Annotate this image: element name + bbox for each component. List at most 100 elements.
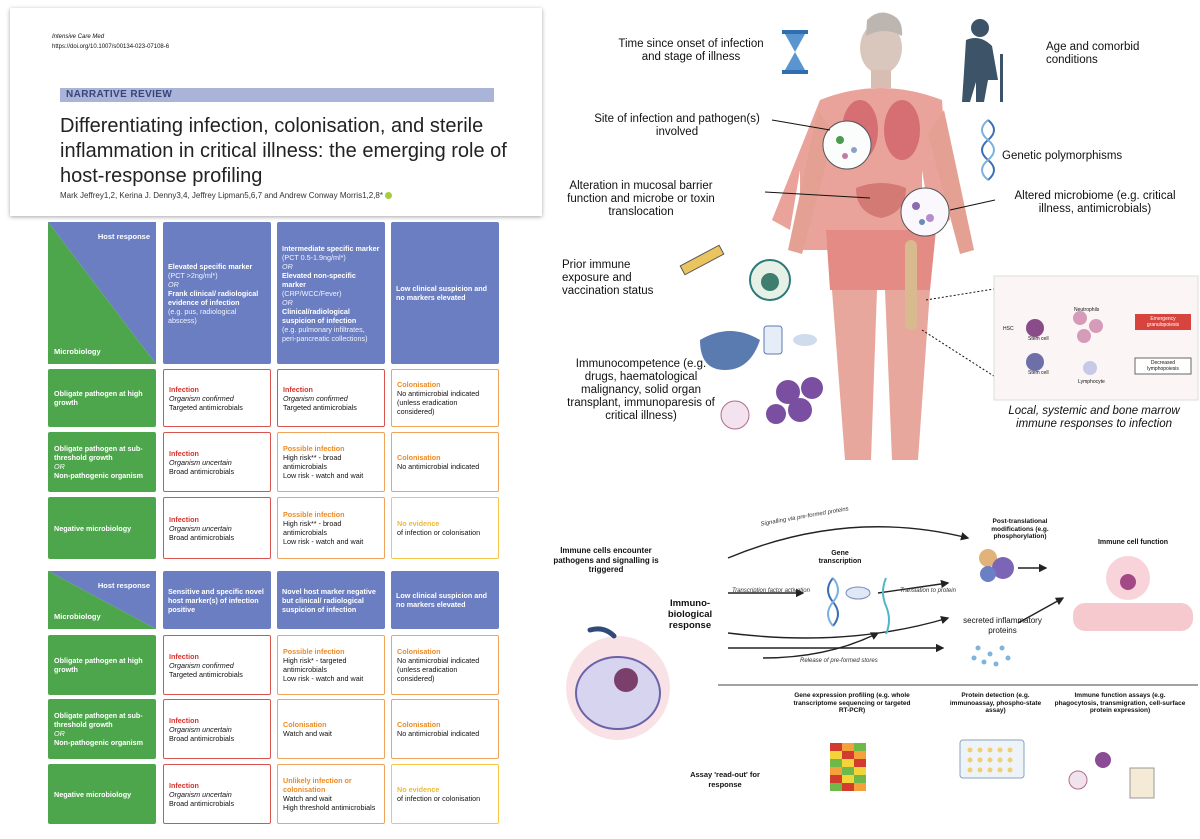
row-label-content: Obligate pathogen at sub-threshold growt…	[54, 711, 150, 747]
bone-marrow	[905, 240, 917, 330]
label-mucosal: Alteration in mucosal barrier function a…	[567, 180, 715, 218]
row-label-text-2: Non-pathogenic organism	[54, 471, 144, 480]
lung-right	[884, 100, 920, 160]
label-ptm: Post-translational modifications (e.g. p…	[991, 518, 1049, 540]
result-line: No antimicrobial indicated (unless eradi…	[397, 389, 480, 416]
label-secreted: secreted inflammatory proteins	[963, 616, 1042, 635]
result-head: Infection	[169, 651, 199, 661]
result-line: Targeted antimicrobials	[169, 402, 243, 412]
label-translation: Translation to protein	[900, 588, 956, 594]
elderly-person-icon	[962, 19, 1003, 102]
result-head: Infection	[283, 384, 313, 394]
secreted-proteins-icon	[971, 645, 1011, 667]
result-head: Infection	[169, 715, 199, 725]
label-lymphocyte: Lymphocyte	[1078, 379, 1105, 385]
orcid-icon[interactable]	[384, 192, 392, 200]
corner-green-triangle	[48, 571, 156, 629]
transwell-icon	[1129, 767, 1155, 799]
pill-bottle-icon	[763, 325, 783, 355]
header-title: Low clinical suspicion and no markers el…	[396, 591, 488, 609]
syringe-icon	[679, 244, 791, 301]
result-head: Possible infection	[283, 444, 345, 453]
table2-row-label: Obligate pathogen at high growth	[48, 635, 156, 695]
row-label-text: Obligate pathogen at sub-threshold growt…	[54, 711, 143, 729]
table2-column-header: Low clinical suspicion and no markers el…	[391, 571, 499, 629]
liver-icon	[700, 331, 760, 370]
label-microbiome: Altered microbiome (e.g. critical illnes…	[1014, 190, 1176, 215]
stem-cell-1	[1026, 319, 1044, 337]
dna-icon	[981, 119, 995, 181]
result-organism: Organism uncertain	[169, 724, 232, 734]
header-line: (CRP/WCC/Fever)	[282, 288, 342, 298]
label-encounter: Immune cells encounter pathogens and sig…	[553, 546, 659, 574]
header-line: (e.g. pus, radiological abscess)	[168, 306, 237, 325]
table2-row-label: Obligate pathogen at sub-threshold growt…	[48, 699, 156, 759]
label-genetic: Genetic polymorphisms	[1002, 150, 1123, 162]
result-line: No antimicrobial indicated	[397, 462, 480, 471]
phagocyte-icon	[1068, 770, 1088, 790]
label-emergency: Emergency granulopoiesis	[1146, 316, 1180, 328]
stem-cell-2	[1026, 353, 1044, 371]
label-response: Immuno-biological response	[667, 598, 713, 631]
row-label-text: Obligate pathogen at sub-threshold growt…	[54, 444, 143, 462]
label-age: Age and comorbid conditions	[1046, 41, 1140, 66]
capsule-icon	[793, 334, 817, 346]
table2-column-header: Novel host marker negative but clinical/…	[277, 571, 385, 629]
site-zoom-circle	[822, 120, 872, 170]
result-head: Colonisation	[397, 380, 441, 389]
label-gene: Gene transcription	[818, 550, 862, 565]
row-label-content: Obligate pathogen at high growth	[54, 656, 150, 674]
header-line: (PCT 0.5-1.9ng/ml*)	[282, 252, 346, 262]
row-label-text: Obligate pathogen at high growth	[54, 389, 143, 407]
label-release: Release of pre-formed stores	[800, 658, 878, 664]
paper-title: Differentiating infection, colonisation,…	[60, 115, 507, 187]
row-label-content: Negative microbiology	[54, 790, 131, 799]
neutrophil-cluster	[1073, 311, 1103, 343]
heatmap-icon	[830, 743, 866, 791]
result-line: Low risk - watch and wait	[283, 537, 364, 546]
neutrophil-icon	[720, 400, 750, 430]
result-line: High risk** - broad antimicrobials	[283, 453, 342, 471]
bone-marrow-panel	[993, 275, 1199, 401]
table2-row-label: Negative microbiology	[48, 764, 156, 824]
header-content: Elevated specific marker(PCT >2ng/ml*)OR…	[168, 262, 266, 325]
table2-corner-host: Host response	[97, 581, 150, 590]
result-head: Infection	[169, 448, 199, 458]
result-line: High risk** - broad antimicrobials	[283, 519, 342, 537]
result-line: Low risk - watch and wait	[283, 471, 364, 480]
row-label-content: Obligate pathogen at high growth	[54, 389, 150, 407]
result-organism: Organism uncertain	[169, 523, 232, 533]
result-line: of infection or colonisation	[397, 794, 481, 803]
label-tfa: Transcription factor activation	[732, 588, 810, 594]
immune-cell	[575, 656, 661, 730]
table1-column-header: Intermediate specific marker(PCT 0.5-1.9…	[277, 222, 385, 364]
result-line: Targeted antimicrobials	[169, 669, 243, 679]
header-line: Clinical/radiological suspicion of infec…	[282, 306, 357, 325]
doi-link[interactable]: https://doi.org/10.1007/s00134-023-07108…	[52, 44, 170, 50]
header-content: Low clinical suspicion and no markers el…	[396, 284, 494, 302]
label-site: Site of infection and pathogen(s) involv…	[594, 113, 760, 138]
header-title: Sensitive and specific novel host marker…	[168, 586, 264, 614]
table2-column-header: Sensitive and specific novel host marker…	[163, 571, 271, 629]
row-label-text: Obligate pathogen at high growth	[54, 656, 143, 674]
mrna-icon	[882, 577, 890, 635]
